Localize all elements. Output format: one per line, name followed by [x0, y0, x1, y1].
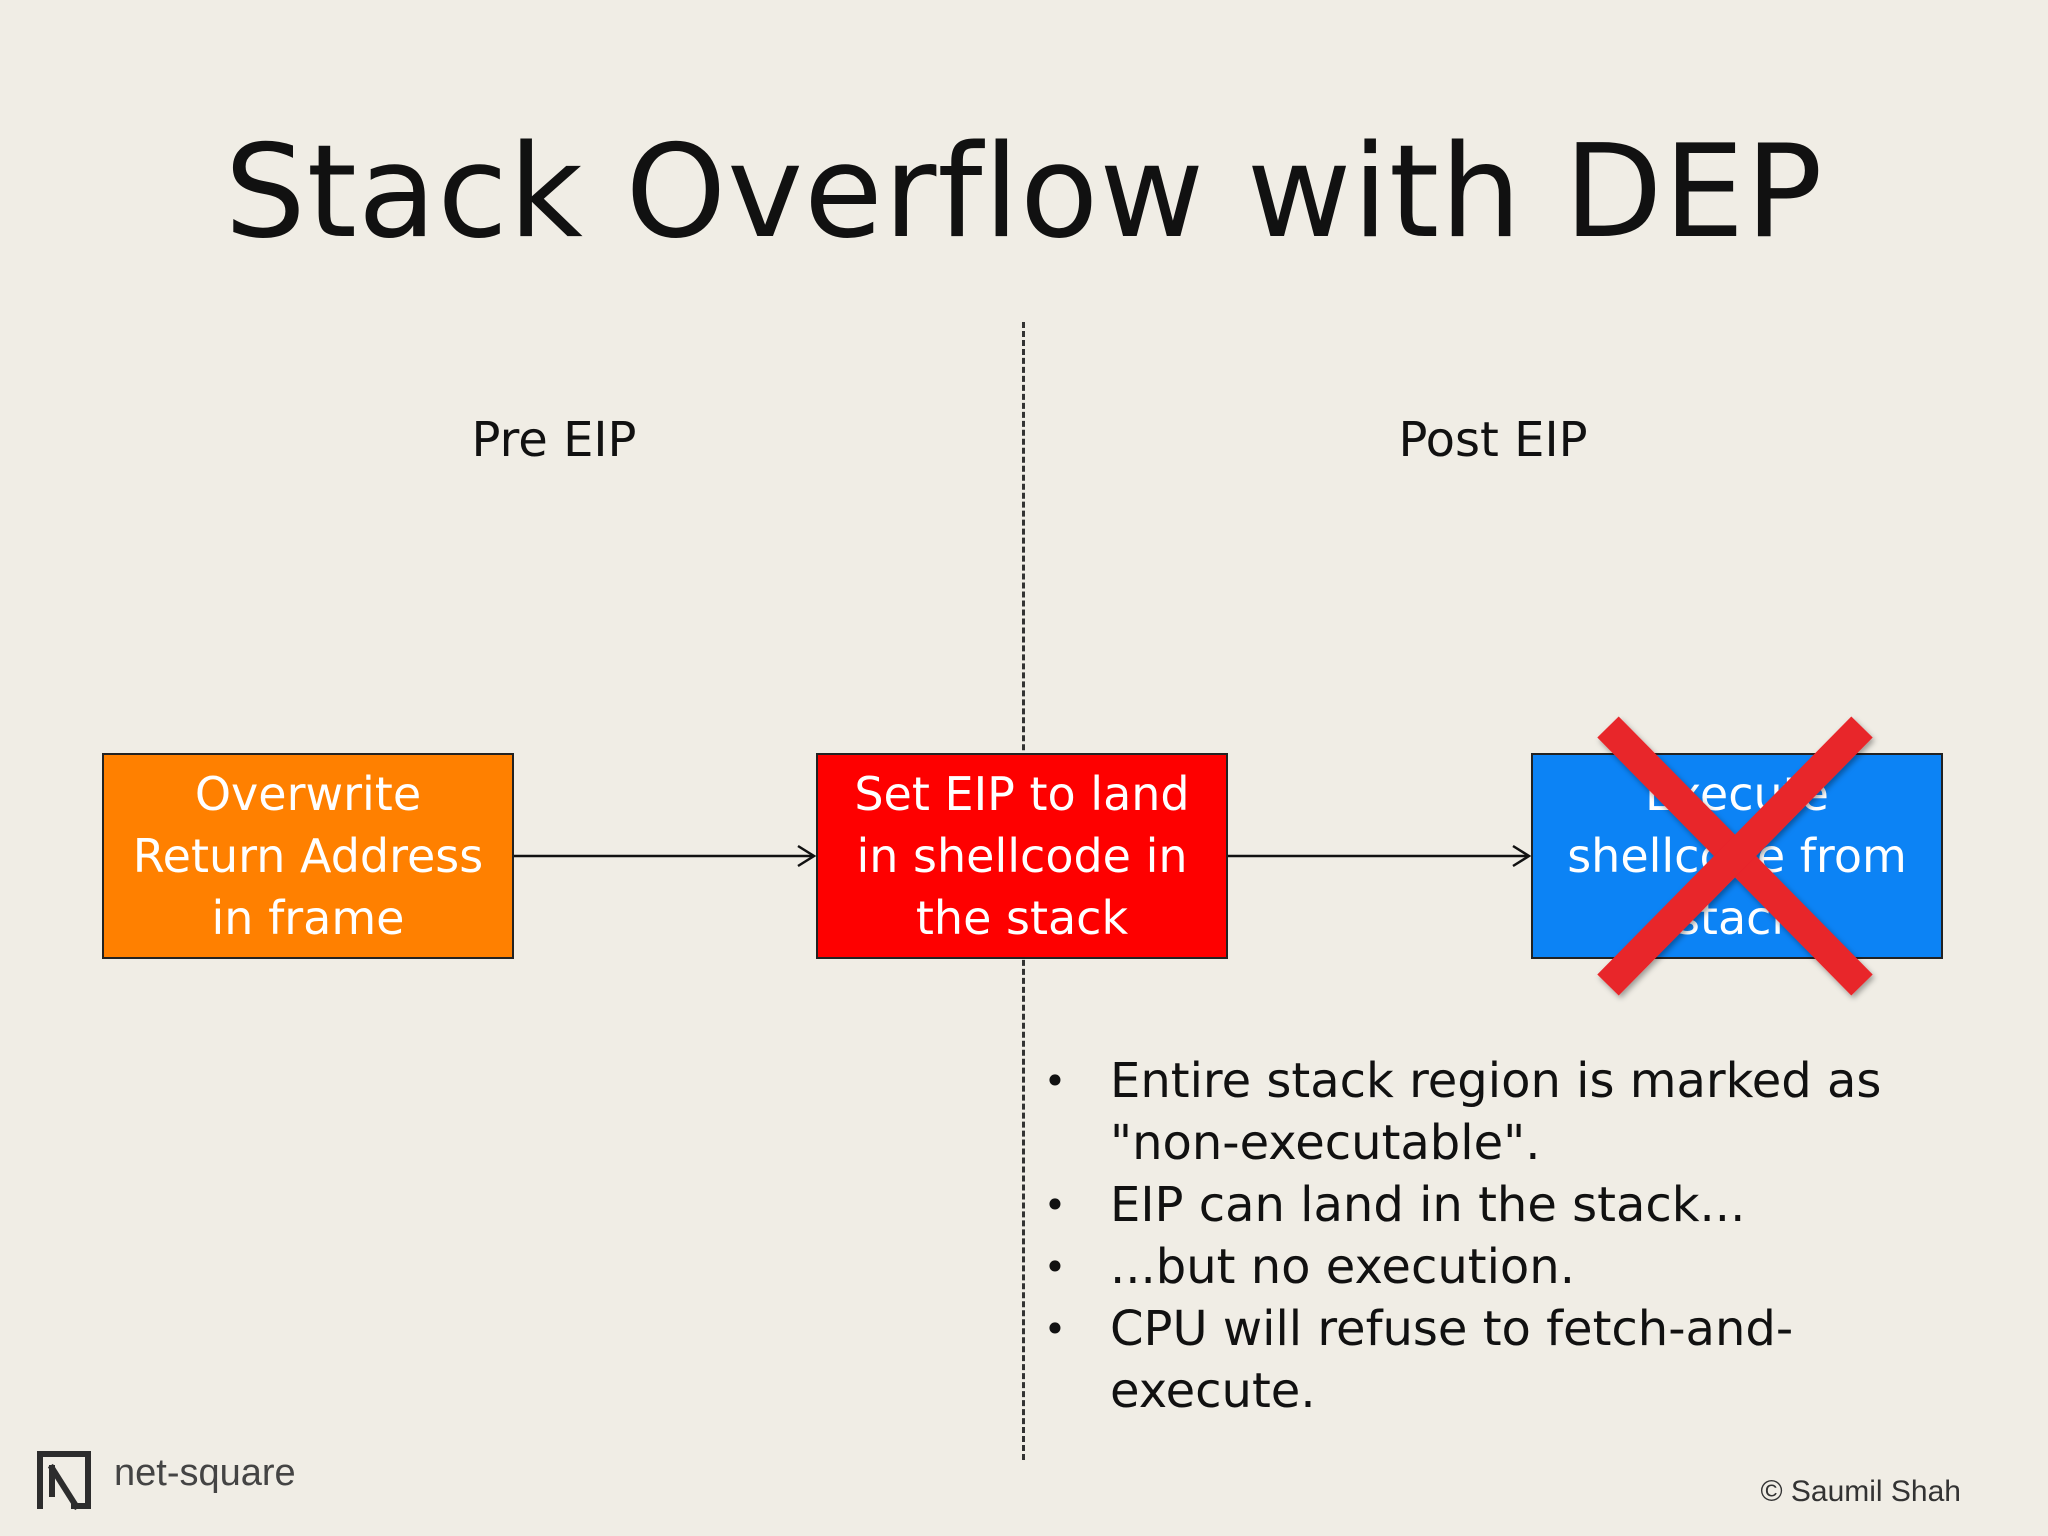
- dep-note-text: ...but no execution.: [1110, 1239, 1575, 1295]
- step-overwrite-box: Overwrite Return Address in frame: [102, 753, 514, 959]
- step-overwrite-text: Overwrite Return Address in frame: [132, 767, 484, 945]
- net-square-logo-text: net-square: [114, 1452, 296, 1494]
- dep-note-item: • EIP can land in the stack...: [1040, 1174, 1940, 1236]
- arrow-2-head: [1512, 844, 1532, 868]
- post-eip-label: Post EIP: [1398, 412, 1588, 468]
- pre-eip-label: Pre EIP: [471, 412, 637, 468]
- dep-note-text: EIP can land in the stack...: [1110, 1177, 1746, 1233]
- dep-note-text: CPU will refuse to fetch-and-execute.: [1110, 1301, 1794, 1419]
- step-execute-box: Execute shellcode from stack: [1531, 753, 1943, 959]
- bullet-icon: •: [1043, 1183, 1067, 1227]
- step-execute-text: Execute shellcode from stack: [1567, 767, 1907, 945]
- slide-title: Stack Overflow with DEP: [224, 118, 1824, 267]
- dep-note-item: • Entire stack region is marked as "non-…: [1040, 1050, 1940, 1174]
- bullet-icon: •: [1043, 1245, 1067, 1289]
- dep-notes-list: • Entire stack region is marked as "non-…: [1040, 1050, 1940, 1422]
- dep-note-item: • ...but no execution.: [1040, 1236, 1940, 1298]
- net-square-logo-icon: [37, 1451, 91, 1511]
- dep-note-text: Entire stack region is marked as "non-ex…: [1110, 1053, 1882, 1171]
- copyright-text: © Saumil Shah: [1760, 1475, 1961, 1508]
- dep-note-item: • CPU will refuse to fetch-and-execute.: [1040, 1298, 1940, 1422]
- step-set-eip-box: Set EIP to land in shellcode in the stac…: [816, 753, 1228, 959]
- bullet-icon: •: [1043, 1307, 1067, 1351]
- net-square-logo: net-square: [30, 1448, 296, 1512]
- bullet-icon: •: [1043, 1059, 1067, 1103]
- step-set-eip-text: Set EIP to land in shellcode in the stac…: [854, 767, 1190, 945]
- arrow-1-head: [797, 844, 817, 868]
